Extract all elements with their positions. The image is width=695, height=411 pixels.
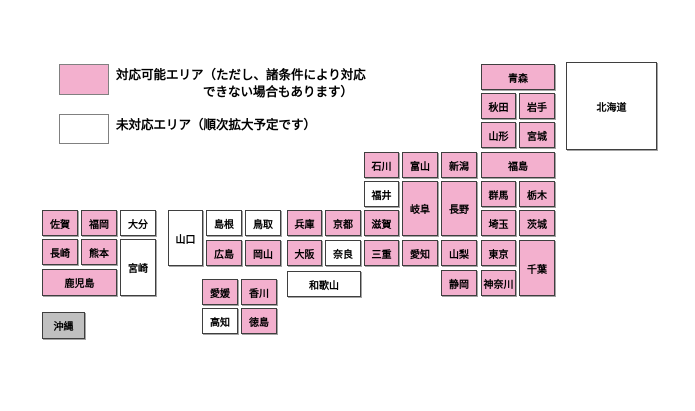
- map-cell-miyagi: 宮城: [519, 122, 555, 148]
- map-cell-aomori: 青森: [481, 64, 555, 90]
- map-cell-gifu: 岐阜: [402, 181, 438, 236]
- map-cell-gunma: 群馬: [481, 181, 516, 207]
- map-cell-hyogo: 兵庫: [287, 210, 322, 236]
- supported-area-label-line1: 対応可能エリア（ただし、諸条件により対応: [116, 68, 366, 82]
- map-cell-aichi: 愛知: [402, 240, 438, 266]
- map-cell-shiga: 滋賀: [364, 210, 399, 236]
- map-cell-yamanashi: 山梨: [441, 240, 477, 266]
- map-cell-niigata: 新潟: [441, 152, 477, 178]
- map-cell-yamagata: 山形: [481, 122, 516, 148]
- map-cell-kagawa: 香川: [241, 279, 277, 305]
- map-cell-ehime: 愛媛: [202, 279, 238, 305]
- map-cell-saitama: 埼玉: [481, 210, 516, 236]
- map-cell-fukushima: 福島: [481, 152, 555, 178]
- map-cell-akita: 秋田: [481, 93, 516, 119]
- map-cell-iwate: 岩手: [519, 93, 555, 119]
- map-cell-oita: 大分: [120, 210, 156, 236]
- supported-area-swatch: [59, 64, 109, 95]
- map-cell-tottori: 鳥取: [245, 210, 281, 236]
- supported-area-label-line2: できない場合もあります）: [203, 85, 354, 99]
- unsupported-area-swatch: [59, 114, 109, 144]
- map-cell-kagoshima: 鹿児島: [42, 269, 117, 296]
- map-cell-hokkaido: 北海道: [566, 62, 657, 150]
- map-cell-yamaguchi: 山口: [168, 210, 203, 266]
- map-cell-chiba: 千葉: [519, 240, 555, 296]
- map-cell-miyazaki: 宮崎: [120, 239, 156, 296]
- map-cell-shizuoka: 静岡: [441, 270, 477, 296]
- map-cell-saga: 佐賀: [42, 210, 78, 236]
- map-cell-kanagawa: 神奈川: [481, 270, 516, 296]
- map-cell-okinawa: 沖縄: [42, 312, 85, 339]
- map-cell-nagano: 長野: [441, 181, 477, 236]
- map-cell-nagasaki: 長崎: [42, 239, 78, 265]
- map-cell-okayama: 岡山: [245, 240, 281, 266]
- map-cell-hiroshima: 広島: [206, 240, 242, 266]
- map-cell-kyoto: 京都: [325, 210, 361, 236]
- map-cell-wakayama: 和歌山: [287, 271, 361, 297]
- map-cell-kochi: 高知: [202, 308, 238, 334]
- unsupported-area-label: 未対応エリア（順次拡大予定です）: [116, 118, 317, 132]
- map-cell-ishikawa: 石川: [364, 152, 399, 178]
- map-cell-ibaraki: 茨城: [519, 210, 555, 236]
- map-cell-shimane: 島根: [206, 210, 242, 236]
- map-cell-fukui: 福井: [364, 181, 399, 207]
- map-cell-tochigi: 栃木: [519, 181, 555, 207]
- map-cell-fukuoka: 福岡: [81, 210, 117, 236]
- map-cell-nara: 奈良: [325, 240, 361, 266]
- map-cell-mie: 三重: [364, 240, 399, 266]
- map-cell-kumamoto: 熊本: [81, 239, 117, 265]
- map-cell-tokushima: 徳島: [241, 308, 277, 334]
- map-cell-osaka: 大阪: [287, 240, 322, 266]
- map-cell-toyama: 富山: [402, 152, 438, 178]
- map-cell-tokyo: 東京: [481, 240, 516, 266]
